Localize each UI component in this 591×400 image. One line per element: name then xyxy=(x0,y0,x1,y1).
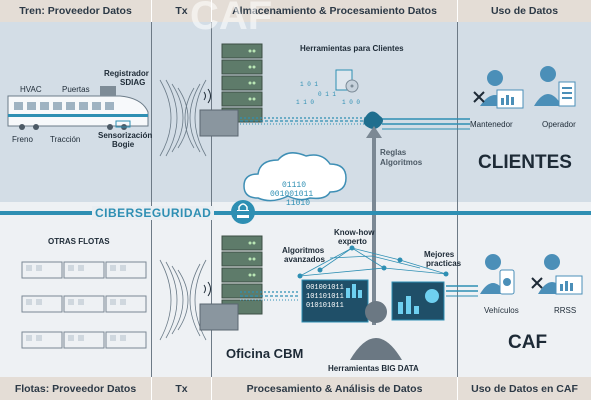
rrss-icon xyxy=(531,254,583,295)
column-divider xyxy=(151,22,152,377)
svg-text:0 1 1: 0 1 1 xyxy=(318,91,336,98)
operator-icon xyxy=(534,66,576,107)
label-hvac: HVAC xyxy=(20,85,42,94)
footer-tx: Tx xyxy=(152,377,212,400)
header-data-use: Uso de Datos xyxy=(458,0,591,22)
label-vehiculos: Vehículos xyxy=(484,306,519,315)
fleets-title: OTRAS FLOTAS xyxy=(48,237,110,246)
analyst-person-icon xyxy=(350,301,402,360)
label-freno: Freno xyxy=(12,135,33,144)
header-train-data-provider: Tren: Proveedor Datos xyxy=(0,0,152,22)
cloud-binary-line2: 001001011 xyxy=(270,190,314,199)
column-divider xyxy=(457,22,458,377)
train-icon xyxy=(7,86,149,130)
label-mantenedor: Mantenedor xyxy=(470,120,513,129)
cybersecurity-label: CIBERSEGURIDAD xyxy=(92,206,215,220)
wireless-waves-bottom xyxy=(159,259,207,341)
hub-node-icon xyxy=(363,111,383,129)
cybersecurity-line xyxy=(0,211,591,215)
label-algoritmos: Algoritmos xyxy=(380,158,423,167)
label-sdiag: SDIAG xyxy=(120,78,146,87)
caf-title: CAF xyxy=(508,332,548,353)
monitor-binary-line1: 001001011 xyxy=(306,284,344,292)
header-tx: Tx xyxy=(152,0,212,22)
label-reglas: Reglas xyxy=(380,148,407,157)
monitor-binary-line2: 101101011 xyxy=(306,293,344,301)
header-storage-processing: Almacenamiento & Procesamiento Datos xyxy=(212,0,458,22)
label-avanzados: avanzados xyxy=(284,255,325,264)
server-rack-bottom xyxy=(199,235,263,331)
svg-text:1 0 0: 1 0 0 xyxy=(342,99,360,106)
label-bogie: Bogie xyxy=(112,140,135,149)
fleet-windows xyxy=(26,265,126,341)
cloud-icon xyxy=(243,152,347,202)
signal-icon-bottom xyxy=(203,281,211,297)
clients-title: CLIENTES xyxy=(478,152,572,173)
label-big-data-tools: Herramientas BIG DATA xyxy=(328,364,419,373)
upload-arrow xyxy=(366,126,382,325)
label-sensorizacion: Sensorización xyxy=(98,131,153,140)
fleet-trains-icon xyxy=(21,261,147,349)
label-practicas: practicas xyxy=(426,259,462,268)
label-rrss: RRSS xyxy=(554,306,577,315)
label-client-tools: Herramientas para Clientes xyxy=(300,44,404,53)
analytics-monitor-left xyxy=(301,279,369,323)
vehicles-icon xyxy=(480,254,515,295)
cloud-binary-line1: 01110 xyxy=(282,181,307,190)
label-registrador: Registrador xyxy=(104,69,149,78)
cybersecurity-band: CIBERSEGURIDAD xyxy=(0,203,591,224)
signal-icon xyxy=(203,88,211,104)
wireless-waves-top xyxy=(159,79,207,157)
label-mejores: Mejores xyxy=(424,250,455,259)
caf-watermark: CAF xyxy=(190,0,273,38)
network-nodes xyxy=(297,245,449,279)
client-tools-icon xyxy=(335,69,359,93)
label-knowhow: Know-how xyxy=(334,228,375,237)
label-operador: Operador xyxy=(542,120,576,129)
label-algoritmos-avanzados: Algoritmos xyxy=(282,246,325,255)
label-experto: experto xyxy=(338,237,367,246)
label-puertas: Puertas xyxy=(62,85,90,94)
oficina-cbm-title: Oficina CBM xyxy=(226,346,304,361)
data-flow-lines-top xyxy=(240,117,470,130)
footer-fleets-data-provider: Flotas: Proveedor Datos xyxy=(0,377,152,400)
footer-processing-analysis: Procesamiento & Análisis de Datos xyxy=(212,377,458,400)
footer-caf-data-use: Uso de Datos en CAF xyxy=(458,377,591,400)
monitor-binary-line3: 010101011 xyxy=(306,302,344,310)
svg-text:1 0 1: 1 0 1 xyxy=(300,81,318,88)
cloud-binary-line3: 11010 xyxy=(286,199,311,208)
data-flow-lines-bottom xyxy=(240,285,478,301)
label-traccion: Tracción xyxy=(50,135,81,144)
lower-band xyxy=(0,224,591,377)
maintainer-icon xyxy=(473,70,524,109)
svg-text:1 1 0: 1 1 0 xyxy=(296,99,314,106)
analytics-monitor-right xyxy=(391,281,445,321)
column-divider xyxy=(211,22,212,377)
server-rack-top xyxy=(199,43,263,137)
